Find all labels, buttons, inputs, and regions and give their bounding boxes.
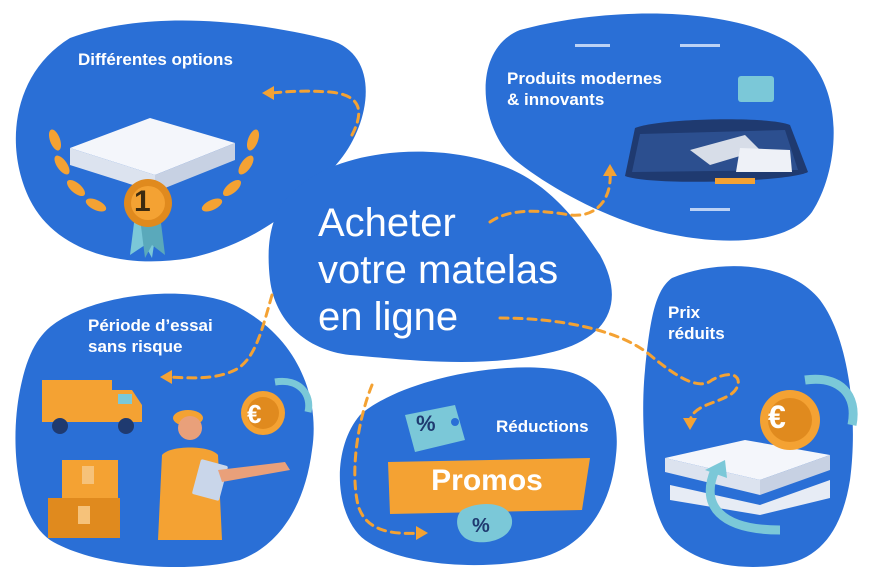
blob-main <box>268 151 612 362</box>
arrowhead-options <box>262 86 274 100</box>
promos-banner <box>388 458 590 514</box>
arrowhead-essai <box>160 370 172 384</box>
label-prix-line1: Prix <box>668 303 701 322</box>
label-differentes-options: Différentes options <box>78 50 233 69</box>
euro-coin-icon-essai <box>241 377 313 435</box>
label-modern-line2: & innovants <box>507 90 605 110</box>
smart-bed-illustration <box>625 76 808 184</box>
dotted-decoration <box>575 44 730 211</box>
percent-badge-icon <box>457 504 513 543</box>
main-title-line2: votre matelas <box>318 247 559 292</box>
label-prix-reduits: Prix réduits <box>668 302 725 345</box>
main-title: Acheter votre matelas en ligne <box>318 200 558 340</box>
boxes-icon <box>48 460 120 538</box>
percent-tag-label: % <box>416 411 436 436</box>
arrowhead-prix <box>683 418 697 430</box>
mattress-illustration-options <box>70 118 235 192</box>
medal-rank: 1 <box>134 185 151 218</box>
delivery-person-illustration <box>158 410 290 540</box>
truck-icon <box>42 380 142 434</box>
percent-tag-icon <box>405 405 465 452</box>
arrowhead-reductions <box>416 526 428 540</box>
euro-symbol-essai: € <box>247 399 262 429</box>
connector-prix <box>498 316 740 422</box>
label-produits-modernes: Produits modernes & innovants <box>507 68 662 111</box>
arrowhead-modern <box>603 164 617 176</box>
label-modern-line1: Produits modernes <box>507 69 662 88</box>
percent-badge-label: % <box>472 515 490 537</box>
label-reductions: Réductions <box>496 417 589 436</box>
euro-symbol-prix: € <box>768 399 786 435</box>
promos-label: Promos <box>431 464 543 497</box>
main-title-line3: en ligne <box>318 294 459 339</box>
connector-options <box>268 89 361 137</box>
medal-icon <box>124 179 172 258</box>
label-periode-essai: Période d’essai sans risque <box>88 315 213 358</box>
connector-essai <box>166 293 274 380</box>
euro-coin-icon-prix <box>760 374 858 450</box>
connector-reductions <box>353 383 422 535</box>
label-essai-line2: sans risque <box>88 337 183 357</box>
rotate-arrow-icon <box>705 460 781 535</box>
connector-modern <box>488 170 612 224</box>
label-essai-line1: Période d’essai <box>88 316 213 335</box>
main-title-line1: Acheter <box>318 201 456 245</box>
label-prix-line2: réduits <box>668 324 725 344</box>
laurel-icon <box>48 129 260 212</box>
